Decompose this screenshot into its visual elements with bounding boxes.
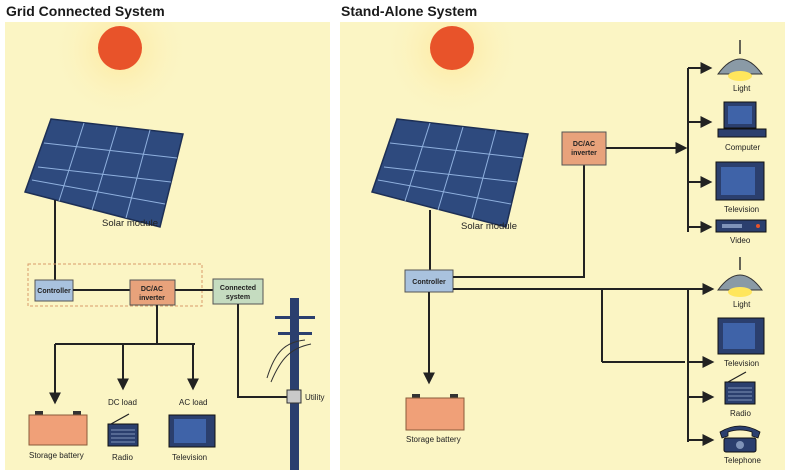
television-icon bbox=[168, 414, 216, 448]
battery-icon bbox=[405, 394, 465, 431]
utility-label: Utility bbox=[305, 393, 325, 402]
connected-label-2: system bbox=[226, 294, 250, 301]
light-icon bbox=[717, 40, 763, 81]
television-icon bbox=[717, 317, 765, 355]
sun-icon bbox=[50, 22, 190, 120]
radio-icon bbox=[107, 413, 139, 447]
television-icon bbox=[715, 161, 765, 201]
grid-connected-panel: Solar module Controller DC/AC inverter C… bbox=[5, 22, 330, 470]
radio-label: Radio bbox=[730, 409, 751, 418]
ac-load-label: AC load bbox=[179, 398, 207, 407]
telephone-icon bbox=[719, 425, 761, 453]
inverter-box: DC/AC inverter bbox=[129, 279, 176, 306]
video-icon bbox=[715, 219, 767, 233]
utility-pole-icon bbox=[266, 298, 315, 470]
television-label: Television bbox=[172, 453, 207, 462]
video-label: Video bbox=[730, 236, 751, 245]
controller-label: Controller bbox=[37, 288, 71, 295]
solar-module-label: Solar module bbox=[461, 221, 517, 232]
computer-label: Computer bbox=[725, 143, 760, 152]
inverter-label-2: inverter bbox=[571, 150, 597, 157]
solar-panel-icon bbox=[371, 118, 529, 270]
stand-alone-panel: Solar module Controller Storage battery … bbox=[340, 22, 785, 470]
telephone-label: Telephone bbox=[724, 456, 761, 465]
controller-label: Controller bbox=[412, 279, 446, 286]
inverter-label-1: DC/AC bbox=[573, 141, 595, 148]
inverter-label-1: DC/AC bbox=[141, 286, 163, 293]
connected-label-1: Connected bbox=[220, 285, 256, 292]
ac-television-label: Television bbox=[724, 205, 759, 214]
sun-icon bbox=[382, 22, 522, 120]
radio-label: Radio bbox=[112, 453, 133, 462]
solar-panel-icon bbox=[24, 118, 184, 280]
dc-bus-outline bbox=[27, 263, 203, 307]
dc-television-label: Television bbox=[724, 359, 759, 368]
standalone-title: Stand-Alone System bbox=[341, 3, 478, 19]
storage-battery-label: Storage battery bbox=[406, 435, 461, 444]
storage-battery-label: Storage battery bbox=[29, 451, 84, 460]
inverter-box: DC/AC inverter bbox=[561, 131, 607, 166]
computer-icon bbox=[717, 101, 767, 138]
inverter-label-2: inverter bbox=[139, 295, 165, 302]
controller-box: Controller bbox=[34, 279, 74, 302]
dc-light-label: Light bbox=[733, 300, 751, 309]
dc-load-label: DC load bbox=[108, 398, 137, 407]
ac-light-label: Light bbox=[733, 84, 751, 93]
connected-system-box: Connected system bbox=[212, 278, 264, 305]
radio-icon bbox=[724, 371, 756, 405]
battery-icon bbox=[28, 411, 88, 446]
light-icon bbox=[717, 257, 763, 297]
grid-title: Grid Connected System bbox=[6, 3, 165, 19]
controller-box: Controller bbox=[404, 269, 454, 293]
solar-module-label: Solar module bbox=[102, 218, 158, 229]
